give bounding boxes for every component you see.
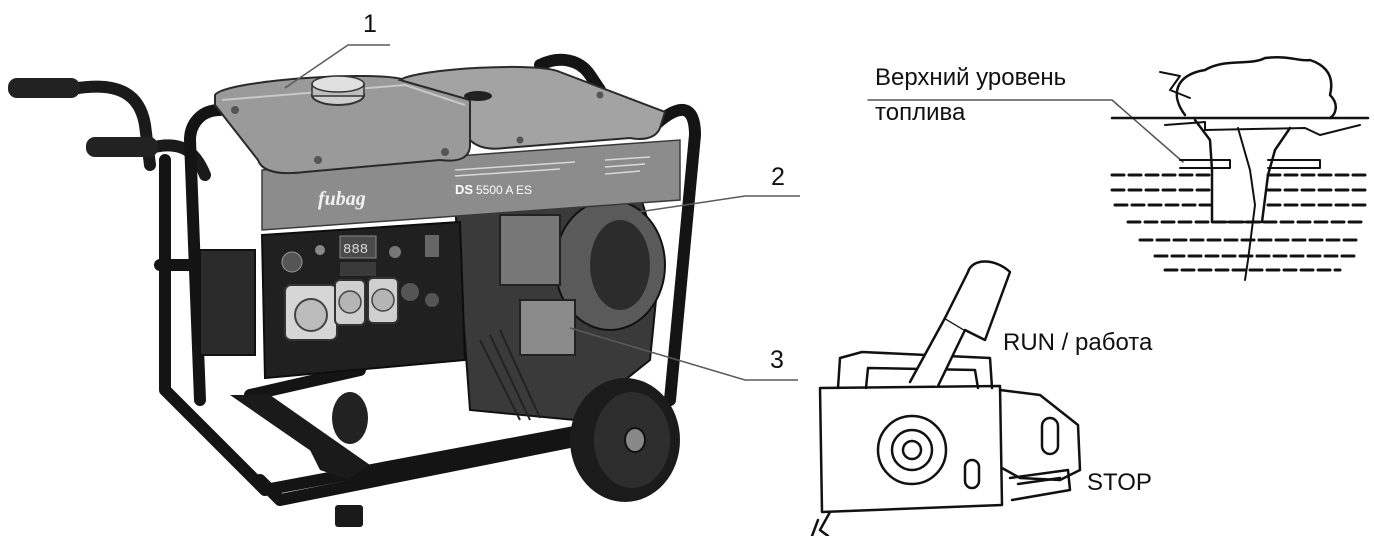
fuel-level-diagram <box>867 56 1370 281</box>
rear-handle <box>8 78 156 171</box>
stop-tab <box>1008 468 1072 502</box>
ignition-key <box>281 251 303 273</box>
callout-leaders <box>284 44 800 381</box>
fuel-level-label-line2: топлива <box>875 99 966 126</box>
brand-logo: fubag <box>318 188 366 210</box>
front-wheel <box>570 378 680 502</box>
fuel-level-label-line1: Верхний уровень <box>875 64 1067 91</box>
stop-label: STOP <box>1087 469 1152 496</box>
callout-1-leader <box>284 44 390 89</box>
valve-body <box>818 384 1004 514</box>
filler-neck-sketch <box>1193 118 1292 224</box>
switch-lever <box>908 316 967 388</box>
panel-display <box>339 235 377 259</box>
callout-3-label: 3 <box>770 346 784 374</box>
engine-cover <box>397 65 667 150</box>
callout-3-leader <box>569 327 798 381</box>
power-sockets <box>284 277 399 341</box>
fuel-tank <box>214 74 471 175</box>
frame-feet <box>230 395 370 527</box>
callout-2-leader <box>611 195 800 217</box>
fuel-switch-diagram <box>810 260 1082 536</box>
generator-illustration: 888 fubag DS 5500 A ES <box>8 53 701 527</box>
battery-box <box>199 249 256 356</box>
fuel-level-lines <box>1110 173 1370 272</box>
run-label: RUN / работа <box>1003 329 1153 356</box>
valve-knob <box>876 414 948 486</box>
panel-display-reading: 888 <box>343 242 368 258</box>
callout-2-label: 2 <box>771 163 785 191</box>
control-panel: 888 <box>260 220 467 380</box>
model-name: 5500 A ES <box>476 183 532 197</box>
rear-wheel <box>332 392 368 444</box>
callout-1-label: 1 <box>363 10 377 38</box>
fuel-level-leader <box>867 99 1184 163</box>
filler-cap-sketch <box>1175 56 1337 120</box>
model-prefix: DS <box>455 182 473 197</box>
